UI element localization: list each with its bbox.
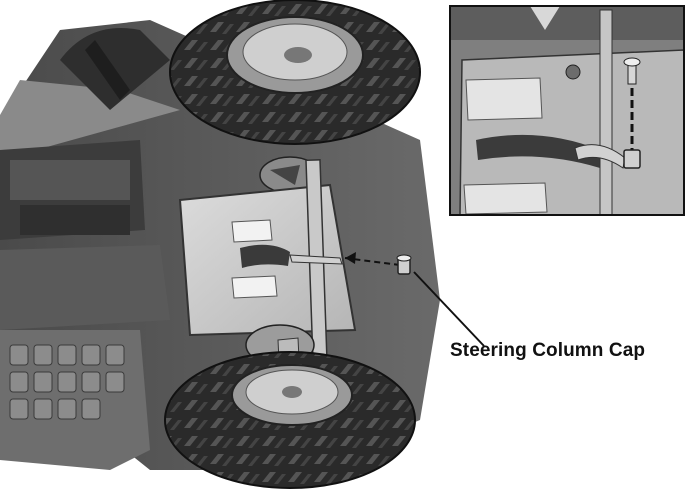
skid-plate (178, 159, 357, 391)
front-tire-top (169, 0, 421, 145)
steering-column-cap-label: Steering Column Cap (450, 340, 646, 361)
front-tire-bottom (164, 351, 416, 489)
callout-leader-line (413, 271, 485, 347)
steering-column-cap (344, 252, 412, 275)
steering-column-cap-detail (450, 6, 685, 216)
